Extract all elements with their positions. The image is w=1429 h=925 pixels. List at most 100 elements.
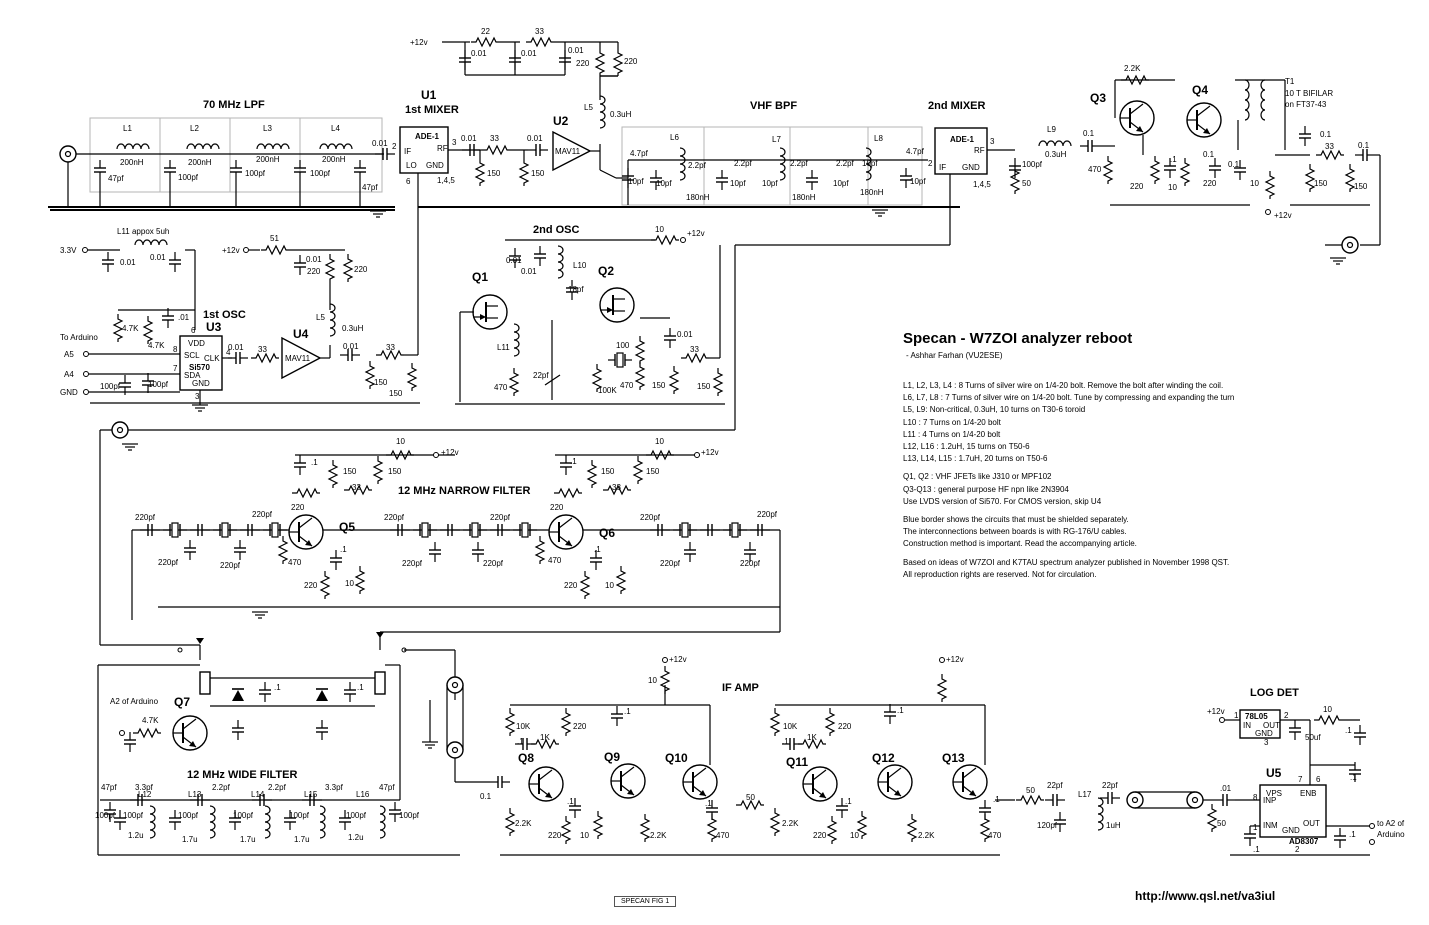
svg-text:33: 33 [1325, 142, 1334, 151]
svg-text:L8: L8 [874, 134, 883, 143]
svg-text:0.1: 0.1 [1083, 129, 1095, 138]
c-lpf3-value: 100pf [245, 169, 266, 178]
svg-text:0.3uH: 0.3uH [1045, 150, 1067, 159]
svg-text:150: 150 [531, 169, 545, 178]
transistor-npn-icon [288, 514, 324, 550]
jfet-icon [599, 287, 635, 323]
svg-text:+12v: +12v [1207, 707, 1225, 716]
svg-text:0.3uH: 0.3uH [342, 324, 364, 333]
svg-text:GND: GND [962, 163, 980, 172]
svg-text:.1: .1 [357, 683, 364, 692]
svg-text:10: 10 [1250, 179, 1259, 188]
svg-text:0.1: 0.1 [1320, 130, 1332, 139]
svg-text:VDD: VDD [188, 339, 205, 348]
coax-connector-icon[interactable] [1186, 791, 1204, 809]
svg-text:IF: IF [404, 147, 411, 156]
wide-filter-section: 12 MHz WIDE FILTER .1 .1 A2 of Arduino 4… [95, 632, 460, 856]
svg-text:33: 33 [258, 345, 267, 354]
svg-text:33: 33 [490, 134, 499, 143]
svg-text:Arduino: Arduino [1377, 830, 1405, 839]
svg-text:2.2pf: 2.2pf [212, 783, 231, 792]
coax-connector-icon[interactable] [111, 421, 129, 439]
svg-text:150: 150 [343, 467, 357, 476]
l2-value: 200nH [188, 158, 212, 167]
note-line: Q1, Q2 : VHF JFETs like J310 or MPF102 [903, 472, 1052, 482]
svg-text:10: 10 [655, 225, 664, 234]
svg-text:SDA: SDA [184, 371, 201, 380]
svg-text:2.2K: 2.2K [782, 819, 799, 828]
svg-text:180nH: 180nH [860, 188, 884, 197]
l4-value: 200nH [322, 155, 346, 164]
coax-connector-icon[interactable] [1341, 236, 1359, 254]
svg-text:GND: GND [192, 379, 210, 388]
svg-text:470: 470 [1088, 165, 1102, 174]
svg-text:1.7u: 1.7u [240, 835, 256, 844]
svg-text:10K: 10K [516, 722, 531, 731]
svg-text:100pf: 100pf [1022, 160, 1043, 169]
svg-text:L6: L6 [670, 133, 679, 142]
regulator-78l05 [1239, 709, 1281, 739]
svg-text:100pf: 100pf [148, 380, 169, 389]
l1-label: L1 [123, 124, 132, 133]
svg-text:+12v: +12v [410, 38, 428, 47]
svg-text:INM: INM [1263, 821, 1278, 830]
to-a2-label: to A2 of [1377, 819, 1405, 828]
coax-connector-icon[interactable] [446, 676, 464, 694]
coax-connector-icon[interactable] [446, 741, 464, 759]
svg-text:100pf: 100pf [123, 811, 144, 820]
svg-text:+12v: +12v [946, 655, 964, 664]
q12-label: Q12 [872, 751, 895, 765]
svg-text:10pf: 10pf [833, 179, 849, 188]
svg-text:.1: .1 [845, 797, 852, 806]
transistor-npn-icon [802, 766, 838, 802]
svg-text:470: 470 [988, 831, 1002, 840]
transistor-npn-icon [682, 764, 718, 800]
amplifier-triangle-icon [552, 130, 592, 172]
svg-text:150: 150 [601, 467, 615, 476]
svg-text:180nH: 180nH [686, 193, 710, 202]
svg-text:GND: GND [426, 161, 444, 170]
svg-text:220: 220 [1130, 182, 1144, 191]
svg-text:220: 220 [576, 59, 590, 68]
svg-text:1: 1 [1253, 823, 1258, 832]
svg-text:220: 220 [550, 503, 564, 512]
relay-contact-icon [374, 671, 386, 695]
q11-label: Q11 [786, 755, 808, 769]
svg-text:2.2K: 2.2K [515, 819, 532, 828]
note-line: Q3-Q13 : general purpose HF npn like 2N3… [903, 484, 1069, 494]
note-line: L13, L14, L15 : 1.7uH, 20 turns on T50-6 [903, 454, 1048, 464]
source-url[interactable]: http://www.qsl.net/va3iul [1135, 889, 1276, 903]
svg-text:220pf: 220pf [135, 513, 156, 522]
mixer-block-icon [399, 126, 449, 174]
coax-connector-icon[interactable] [1126, 791, 1144, 809]
svg-text:.1: .1 [570, 457, 577, 466]
q3-label: Q3 [1090, 91, 1106, 105]
svg-text:.1: .1 [1170, 155, 1177, 164]
c-mix-in-value: 0.01 [372, 139, 388, 148]
jfet-icon [472, 294, 508, 330]
note-line: Blue border shows the circuits that must… [903, 515, 1129, 525]
u2-label: U2 [553, 114, 569, 128]
rf-input-coax-icon[interactable] [59, 145, 77, 163]
figure-label: SPECAN FIG 1 [614, 896, 677, 907]
transistor-npn-icon [1119, 100, 1155, 136]
q13-label: Q13 [942, 751, 965, 765]
c-lpf1-value: 47pf [108, 174, 124, 183]
svg-text:.1: .1 [340, 545, 347, 554]
svg-text:220pf: 220pf [384, 513, 405, 522]
note-line: Construction method is important. Read t… [903, 539, 1137, 549]
svg-text:1.7u: 1.7u [294, 835, 310, 844]
svg-text:2.2pf: 2.2pf [734, 159, 753, 168]
svg-text:220pf: 220pf [220, 561, 241, 570]
u3-label: U3 [206, 320, 222, 334]
svg-text:0.01: 0.01 [228, 343, 244, 352]
svg-text:50: 50 [1217, 819, 1226, 828]
svg-text:22: 22 [481, 27, 490, 36]
svg-text:MAV11: MAV11 [555, 147, 581, 156]
si570-chip [179, 335, 223, 391]
svg-text:IF: IF [939, 163, 946, 172]
svg-text:100pf: 100pf [289, 811, 310, 820]
svg-text:GND: GND [1255, 729, 1273, 738]
c-lpf2-value: 100pf [178, 173, 199, 182]
